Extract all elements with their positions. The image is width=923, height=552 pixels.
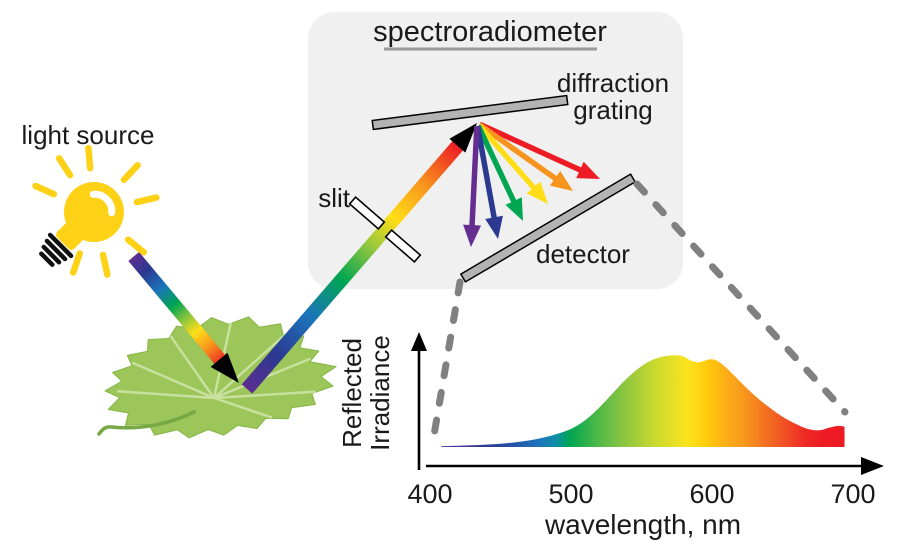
diffraction-grating-label-line1: diffraction xyxy=(557,68,669,98)
diffraction-grating-bar xyxy=(371,94,569,131)
fan-ray-violet-arrowhead-icon xyxy=(463,224,482,247)
leaf-vein xyxy=(169,335,216,400)
spectrum-area xyxy=(441,355,845,447)
bulb-rays xyxy=(32,144,160,278)
bulb-ray-icon xyxy=(32,182,58,198)
bulb-ray-icon xyxy=(120,161,141,184)
fan-ray-red-arrowhead-icon xyxy=(576,161,600,179)
incident-beam-arrowhead-icon xyxy=(210,352,239,383)
leaf-vein xyxy=(212,396,273,419)
bulb-ray-icon xyxy=(55,155,74,179)
reflected-beam-arrowhead-icon xyxy=(449,123,477,153)
y-axis-label-line2: Irradiance xyxy=(365,335,395,451)
reflected-beam xyxy=(241,123,477,394)
fan-ray-green-arrowhead-icon xyxy=(505,197,523,221)
callout-dashed-line-right xyxy=(633,180,849,416)
leaf-veins xyxy=(117,322,316,419)
leaf-stem xyxy=(97,410,196,436)
leaf-vein xyxy=(212,390,316,400)
fan-ray-orange-arrowhead-icon xyxy=(549,170,573,191)
bulb-ray-icon xyxy=(99,251,111,278)
y-axis-label-line1: Reflected xyxy=(337,338,367,448)
fan-ray-violet xyxy=(469,125,480,232)
diffraction-grating-label-line2: grating xyxy=(573,95,653,125)
leaf-vein xyxy=(132,361,216,400)
fan-ray-blue-arrowhead-icon xyxy=(485,215,503,239)
x-tick-600: 600 xyxy=(689,479,734,509)
diagram-title: spectroradiometer xyxy=(373,16,607,48)
fan-ray-yellow xyxy=(476,123,540,194)
detector-label: detector xyxy=(536,239,630,269)
slit-label: slit xyxy=(318,183,351,213)
slit-plate-lower xyxy=(384,229,422,263)
bulb-ray-icon xyxy=(124,236,147,256)
fan-ray-red xyxy=(478,121,587,175)
spectrum-chart: 400 500 600 700 wavelength, nm Reflected… xyxy=(337,332,884,540)
callout-dashed-line-left xyxy=(429,278,464,445)
bulb-ray-icon xyxy=(133,194,160,206)
light-bulb-icon xyxy=(32,144,160,278)
bulb-highlight xyxy=(89,190,116,217)
x-tick-700: 700 xyxy=(830,479,875,509)
bulb-ray-icon xyxy=(69,250,83,276)
leaf-vein xyxy=(212,334,286,400)
fan-ray-blue xyxy=(474,125,498,224)
dispersed-rays-fan xyxy=(463,121,600,247)
x-axis-label: wavelength, nm xyxy=(544,509,741,540)
x-tick-500: 500 xyxy=(548,479,593,509)
y-axis-arrowhead-icon xyxy=(411,332,427,351)
slit xyxy=(348,196,422,263)
fan-ray-yellow-arrowhead-icon xyxy=(526,181,548,204)
leaf-vein xyxy=(117,390,216,400)
light-source-label: light source xyxy=(22,120,155,150)
fan-ray-orange xyxy=(477,122,562,184)
slit-plate-upper xyxy=(348,196,386,230)
x-tick-400: 400 xyxy=(407,479,452,509)
detector-bar xyxy=(459,173,637,283)
bulb-base xyxy=(39,232,74,267)
bulb-ray-icon xyxy=(85,144,94,172)
x-axis-arrowhead-icon xyxy=(861,457,884,475)
incident-beam xyxy=(128,251,239,383)
fan-ray-green xyxy=(475,124,519,208)
